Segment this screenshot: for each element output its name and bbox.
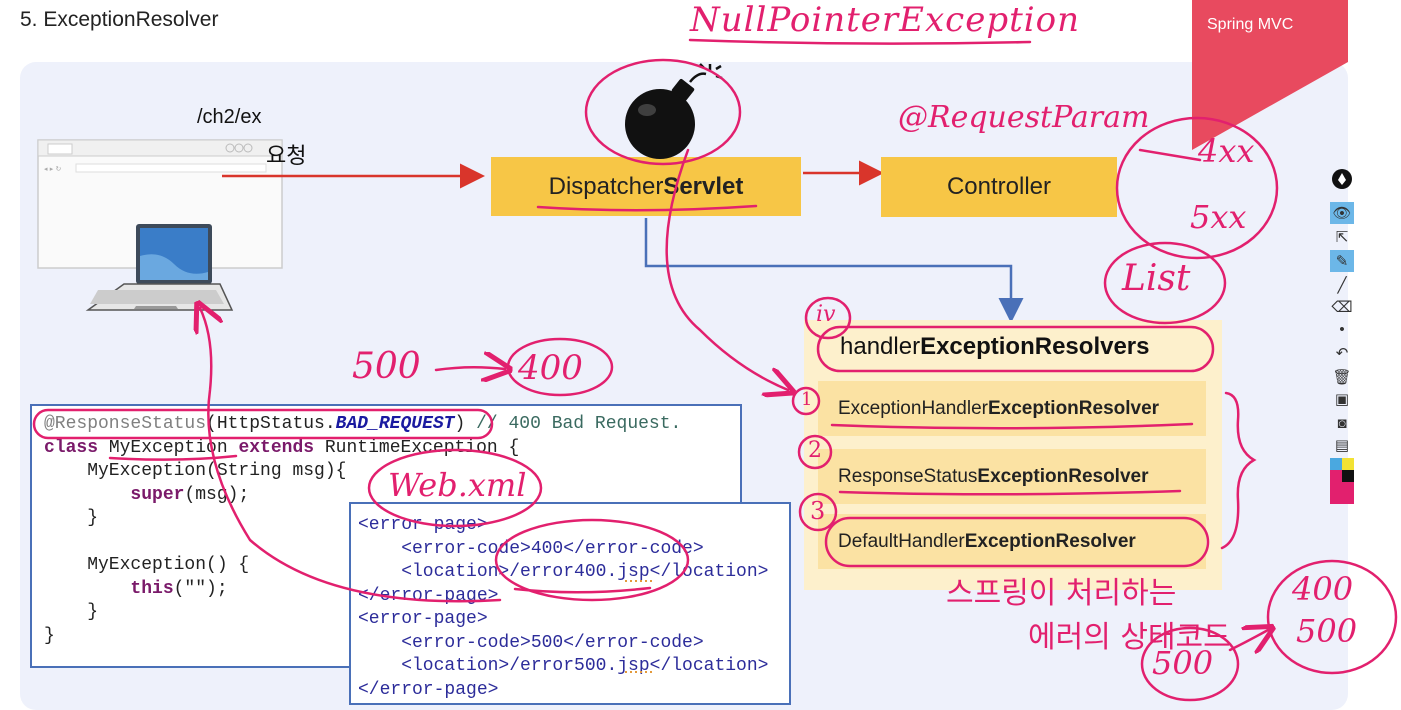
code-line: @ResponseStatus(HttpStatus.BAD_REQUEST) … — [44, 414, 682, 434]
code-line: } — [44, 508, 99, 528]
eye-icon[interactable]: 👁 — [1330, 202, 1354, 224]
dispatcher-prefix: Dispatcher — [548, 172, 664, 200]
bomb-icon — [625, 63, 723, 159]
hw-num-2: 2 — [808, 438, 822, 463]
resolver-title-suffix: ExceptionResolvers — [920, 333, 1150, 360]
hw-null-pointer: NullPointerException — [690, 0, 1080, 40]
hw-4xx: 4xx — [1198, 132, 1255, 170]
code-line: this(""); — [44, 578, 228, 599]
resolver-item-suffix: ExceptionResolver — [964, 530, 1136, 552]
slide-title: 5. ExceptionResolver — [20, 8, 219, 31]
resolver-list-title: handlerExceptionResolvers — [840, 333, 1150, 361]
code-line: class MyException extends RuntimeExcepti… — [44, 437, 520, 458]
xml-line: <location>/error400.jsp</location> — [358, 562, 769, 582]
code-line: } — [44, 602, 99, 622]
code-line: MyException() { — [44, 555, 250, 575]
code-line: } — [44, 625, 55, 646]
request-path: /ch2/ex — [197, 106, 262, 128]
color-palette-icon[interactable] — [1330, 458, 1354, 504]
corner-banner — [1192, 0, 1348, 150]
trash-icon[interactable]: 🗑 — [1332, 369, 1352, 386]
resolver-item-prefix: ExceptionHandler — [838, 397, 988, 419]
hw-web-xml: Web.xml — [388, 466, 527, 504]
dot-icon[interactable]: • — [1339, 320, 1345, 338]
xml-line: <error-page> — [358, 515, 488, 535]
clipboard-icon[interactable]: ▤ — [1334, 437, 1350, 454]
resolver-item-suffix: ExceptionResolver — [977, 465, 1149, 487]
line-icon[interactable]: ╱ — [1337, 277, 1347, 294]
xml-line: <location>/error500.jsp</location> — [358, 656, 769, 676]
hw-korean-line2: 에러의 상태코드 — [1028, 620, 1231, 655]
request-label: 요청 — [266, 143, 307, 168]
hw-400-right: 400 — [1292, 570, 1354, 608]
xml-line: </error-page> — [358, 679, 499, 700]
hw-iv: iv — [816, 302, 836, 327]
hw-num-3: 3 — [810, 497, 826, 525]
resolver-item-suffix: ExceptionResolver — [987, 397, 1160, 419]
resolver-item-response-status: ResponseStatusExceptionResolver — [818, 449, 1206, 504]
svg-text:◂ ▸ ↻: ◂ ▸ ↻ — [44, 165, 61, 173]
hw-list: List — [1122, 258, 1191, 299]
browser-window-icon: ◂ ▸ ↻ — [37, 139, 283, 269]
pen-toolbar: 👁 ⇱ ✎ ╱ ⌫ • ↶ 🗑 ▣ ◙ ▤ — [1328, 168, 1356, 504]
cursor-icon[interactable]: ⇱ — [1335, 229, 1349, 246]
resolver-item-prefix: DefaultHandler — [838, 530, 965, 552]
hw-500: 500 — [352, 346, 421, 387]
client-illustration: ◂ ▸ ↻ — [37, 139, 283, 311]
xml-line: <error-code>400</error-code> — [358, 538, 704, 559]
hw-5xx: 5xx — [1190, 198, 1247, 236]
java-code: @ResponseStatus(HttpStatus.BAD_REQUEST) … — [44, 413, 681, 648]
resolver-item-prefix: ResponseStatus — [838, 465, 978, 487]
eraser-icon[interactable]: ⌫ — [1331, 299, 1353, 316]
corner-label: Spring MVC — [1207, 16, 1294, 33]
code-line: MyException(String msg){ — [44, 461, 347, 481]
exception-flow-line — [644, 218, 1024, 323]
monitor-icon[interactable]: ▣ — [1334, 391, 1350, 408]
camera-icon[interactable]: ◙ — [1337, 414, 1347, 432]
undo-icon[interactable]: ↶ — [1335, 345, 1349, 362]
resolver-item-default-handler: DefaultHandlerExceptionResolver — [818, 514, 1206, 569]
hw-500-right: 500 — [1296, 612, 1358, 650]
resolver-title-prefix: handler — [840, 333, 921, 360]
hw-500-bottom: 500 — [1152, 644, 1214, 682]
code-line: super(msg); — [44, 484, 250, 505]
xml-line: <error-page> — [358, 609, 488, 629]
webxml-code: <error-page> <error-code>400</error-code… — [358, 514, 768, 702]
hw-korean-line1: 스프링이 처리하는 — [946, 576, 1177, 611]
webxml-code-box — [349, 502, 791, 705]
hw-num-1: 1 — [801, 389, 813, 410]
pen-logo-icon[interactable] — [1330, 168, 1354, 190]
pen-icon[interactable]: ✎ — [1330, 250, 1354, 272]
hw-request-param: @RequestParam — [898, 100, 1150, 135]
hw-400: 400 — [518, 348, 583, 388]
controller-box: Controller — [881, 157, 1117, 217]
xml-line: <error-code>500</error-code> — [358, 632, 704, 653]
